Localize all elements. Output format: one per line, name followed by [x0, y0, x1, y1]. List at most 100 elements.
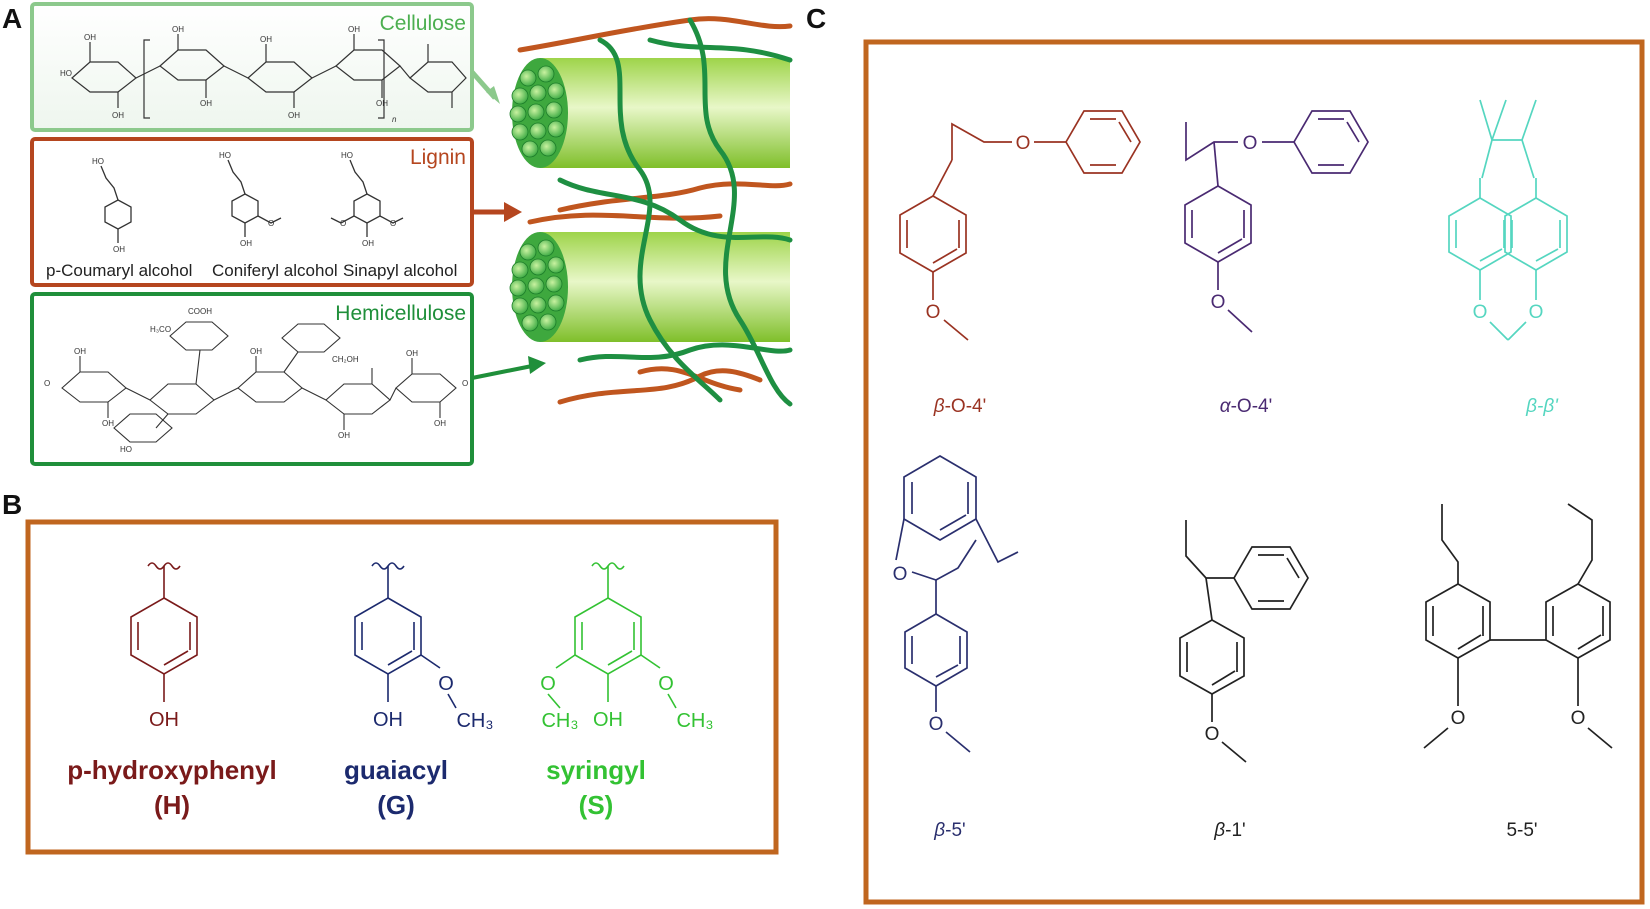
g-unit-abbr: (G): [377, 790, 415, 820]
beta-beta-core: [1479, 99, 1537, 179]
svg-text:OH: OH: [260, 35, 272, 44]
hemicellulose-atom-labels: COOH H₃CO CH₂OH OH OH OH OH OH OH O O HO: [44, 307, 468, 454]
five-five-ring-left-double: [1432, 606, 1484, 650]
five-five-o-left: O: [1451, 708, 1466, 729]
s-unit-o-left: O: [540, 673, 556, 695]
svg-text:O: O: [462, 379, 468, 388]
s-unit: [547, 562, 677, 709]
beta-5-methoxy: [935, 686, 971, 753]
beta-5-furan-o: O: [893, 564, 908, 585]
h-unit-abbr: (H): [154, 790, 190, 820]
panel-b-letter: B: [2, 489, 22, 520]
svg-text:O: O: [268, 219, 274, 228]
svg-text:HO: HO: [341, 151, 353, 160]
lignin-monomer-structures: [100, 159, 404, 243]
five-five-propyl-right: [1567, 503, 1593, 585]
svg-text:HO: HO: [60, 69, 72, 78]
svg-text:OH: OH: [250, 347, 262, 356]
beta-o4-aryl-double-bonds: [906, 220, 960, 264]
linkage-beta-1: [1179, 520, 1309, 763]
beta-beta-ring-right-double: [1511, 220, 1561, 262]
h-unit: [130, 562, 198, 702]
svg-text:OH: OH: [348, 25, 360, 34]
svg-text:OH: OH: [406, 349, 418, 358]
svg-text:OH: OH: [376, 99, 388, 108]
cellulose-box: Cellulose OH OH OH OH OH OH OH OH H: [30, 2, 474, 132]
cellulose-arrowhead: [486, 86, 500, 104]
linkage-5-5: [1423, 503, 1613, 749]
s-unit-ch3-right: CH₃: [676, 710, 713, 732]
svg-text:OH: OH: [84, 33, 96, 42]
linkage-beta-o4: [899, 110, 1141, 341]
beta-beta-label: β-β': [1525, 396, 1559, 417]
svg-text:CH₂OH: CH₂OH: [332, 355, 359, 364]
beta-o4-ch2: [932, 159, 953, 197]
alpha-o4-phenyl-ring: [1293, 110, 1369, 174]
svg-text:O: O: [390, 219, 396, 228]
linkage-beta-5: [895, 455, 1019, 753]
cellulose-frame: [30, 2, 474, 132]
svg-text:OH: OH: [434, 419, 446, 428]
panel-a: A Cellulose OH OH OH OH OH OH: [2, 2, 793, 466]
five-five-methoxy: [1423, 658, 1613, 749]
s-unit-substituent-bonds: [555, 654, 661, 702]
svg-text:HO: HO: [120, 445, 132, 454]
g-unit-double-bonds: [361, 622, 415, 666]
alpha-o4-label: α-O-4': [1220, 396, 1272, 417]
beta-1-methoxy-o: O: [1205, 724, 1220, 745]
beta-beta-methoxy: [1479, 270, 1537, 341]
cellulose-atom-labels: OH OH OH OH OH OH OH OH HO n: [60, 25, 397, 124]
svg-text:O: O: [340, 219, 346, 228]
svg-text:OH: OH: [102, 419, 114, 428]
h-unit-name: p-hydroxyphenyl: [67, 755, 276, 785]
hemicellulose-box: Hemicellulose COOH H₃CO CH₂OH OH OH: [30, 292, 474, 466]
microfibril-cylinder-upper: [540, 58, 790, 168]
svg-text:H₃CO: H₃CO: [150, 325, 171, 334]
beta-5-aryl-double: [911, 636, 961, 678]
s-unit-ch3-left: CH₃: [541, 710, 578, 732]
linkage-beta-beta: [1448, 99, 1568, 341]
svg-text:OH: OH: [200, 99, 212, 108]
beta-1-phenyl-double: [1258, 554, 1300, 602]
panel-b: B OH p-hydroxyphenyl (H) OH O CH₃ guaiac…: [2, 489, 779, 855]
svg-text:OH: OH: [172, 25, 184, 34]
g-unit-substituent-bonds: [387, 654, 441, 702]
lignin-title: Lignin: [410, 146, 466, 169]
s-unit-o-right: O: [658, 673, 674, 695]
svg-text:OH: OH: [113, 245, 125, 254]
alpha-o4-sidechain: [1185, 122, 1238, 162]
hemicellulose-arrow: [471, 364, 533, 380]
alpha-o4-phenyl-double-bonds: [1318, 118, 1360, 166]
panel-c-frame: [863, 39, 1645, 905]
lignocellulose-fiber-illustration: [509, 16, 793, 407]
beta-5-methoxy-o: O: [929, 714, 944, 735]
beta-o4-phenyl-double-bonds: [1090, 118, 1132, 166]
panel-c: C O O β-O-4' O O α-O-4': [806, 3, 1645, 905]
beta-5-label: β-5': [933, 820, 965, 841]
hemicellulose-strands: [557, 17, 793, 407]
lignin-arrowhead: [504, 202, 522, 222]
lignin-atom-labels: HO OH HO OH O HO OH O O: [92, 151, 396, 254]
hemicellulose-arrowhead: [528, 356, 546, 374]
svg-text:HO: HO: [219, 151, 231, 160]
beta-5-benzene-ring: [903, 455, 977, 541]
panel-c-letter: C: [806, 3, 826, 34]
svg-text:OH: OH: [288, 111, 300, 120]
beta-beta-o-left: O: [1473, 302, 1488, 323]
cellulose-repeat-n: n: [392, 115, 397, 124]
svg-text:OH: OH: [338, 431, 350, 440]
h-unit-oh: OH: [149, 709, 179, 731]
beta-1-label: β-1': [1213, 820, 1245, 841]
s-unit-abbr: (S): [579, 790, 614, 820]
beta-o4-label: β-O-4': [933, 396, 987, 417]
panel-a-letter: A: [2, 3, 22, 34]
g-unit-methyl-bond: [447, 693, 457, 709]
s-unit-oh: OH: [593, 709, 623, 731]
fibril-bundle-lower: [509, 239, 565, 332]
five-five-ring-right-double: [1552, 606, 1604, 650]
svg-text:HO: HO: [92, 157, 104, 166]
microfibril-cylinder-lower: [540, 232, 790, 342]
five-five-o-right: O: [1571, 708, 1586, 729]
beta-beta-ring-left-double: [1455, 220, 1505, 262]
monomer-label-coniferyl: Coniferyl alcohol: [212, 261, 338, 280]
